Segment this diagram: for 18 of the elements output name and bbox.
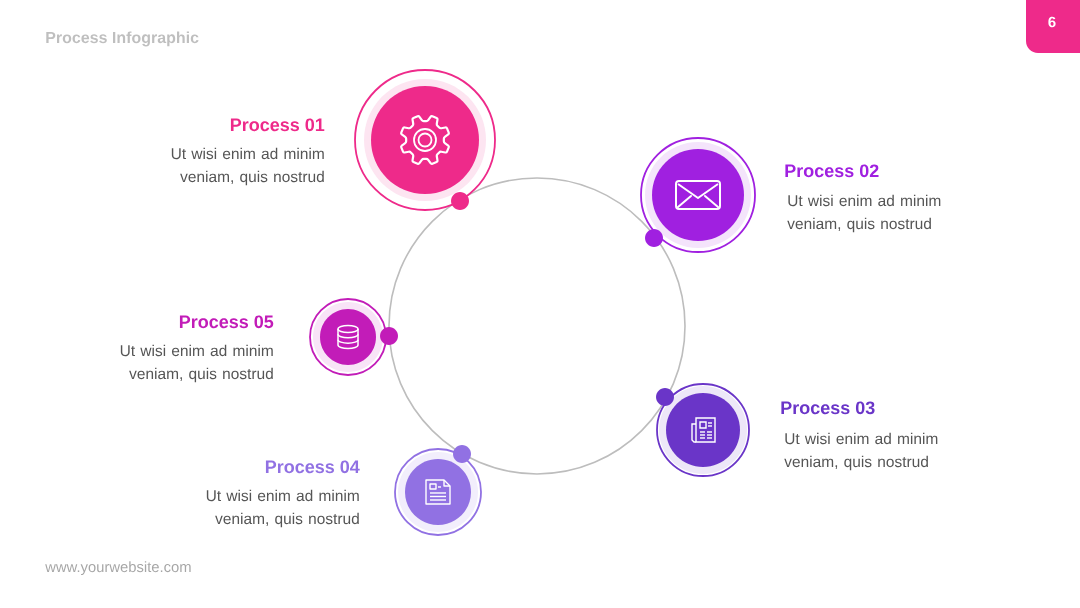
website-text: www.yourwebsite.com [45,561,191,576]
step-heading: Process 04 [265,460,360,474]
step-description: Ut wisi enim ad minim veniam, quis nostrud [787,194,941,233]
step-heading: Process 03 [781,401,875,415]
step-heading: Process 01 [230,118,325,132]
slide-title: Process Infographic [46,31,199,47]
step-heading: Process 05 [179,315,274,329]
process-circle [354,69,496,211]
step-heading: Process 02 [785,164,879,178]
process-circle [656,383,750,477]
step-description: Ut wisi enim ad minim veniam, quis nostrud [171,147,324,186]
page-number-tab: 6 [1026,0,1080,53]
process-circle [309,298,387,376]
step-description: Ut wisi enim ad minim veniam, quis nostrud [206,489,359,528]
process-circle [640,137,756,253]
process-circle [394,448,482,536]
step-description: Ut wisi enim ad minim veniam, quis nostrud [120,344,273,383]
step-description: Ut wisi enim ad minim veniam, quis nostrud [784,432,938,471]
